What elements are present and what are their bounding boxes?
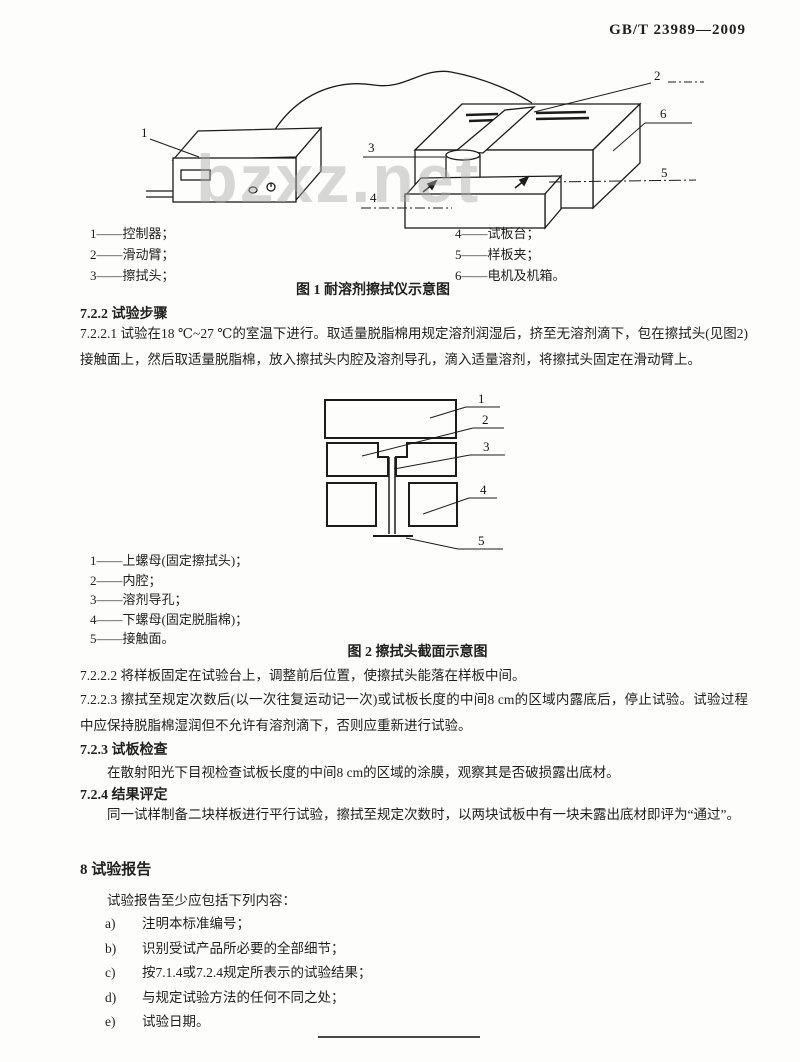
lower-nut-left — [326, 482, 377, 527]
paragraph-8-intro: 试验报告至少应包括下列内容： — [107, 893, 296, 908]
list-item: d) 与规定试验方法的任何不同之处； — [105, 986, 372, 1011]
legend-item: 5——接触面。 — [90, 631, 175, 646]
standard-number: GB/T 23989—2009 — [609, 22, 746, 38]
paragraph-7-2-2-2: 7.2.2.2 将样板固定在试验台上，调整前后位置，使擦拭头能落在样板中间。 — [80, 668, 526, 683]
fig1-part-label-5: 5 — [661, 165, 668, 180]
fig2-part-label-1: 1 — [478, 391, 485, 406]
figure2-caption: 图 2 擦拭头截面示意图 — [347, 645, 488, 660]
lower-nut-right — [408, 482, 458, 527]
sample-clamps — [422, 175, 530, 193]
legend-item: 5——样板夹； — [455, 247, 540, 262]
legend-item: 3——擦拭头； — [90, 268, 175, 283]
paragraph-7-2-3: 在散射阳光下目视检查试板长度的中间8 cm的区域的涂膜，观察其是否破损露出底材。 — [107, 765, 620, 780]
figure2-legend: 1——上螺母(固定擦拭头)； 2——内腔； 3——溶剂导孔； 4——下螺母(固定… — [90, 551, 248, 649]
inner-cavity-left-wall — [326, 442, 389, 477]
controller-box — [146, 126, 323, 203]
list-item: a) 注明本标准编号； — [105, 912, 372, 937]
figure1-diagram: 1 2 3 4 5 6 — [0, 55, 800, 230]
fig1-part-label-6: 6 — [660, 106, 667, 121]
figure1-caption: 图 1 耐溶剂擦拭仪示意图 — [296, 283, 450, 298]
section-heading-7-2-2: 7.2.2 试验步骤 — [80, 307, 168, 322]
legend-item: 6——电机及机箱。 — [455, 268, 566, 283]
paragraph-7-2-2-1: 7.2.2.1 试验在18 ℃~27 ℃的室温下进行。取适量脱脂棉用规定溶剂润湿… — [80, 326, 748, 367]
fig1-part-label-4: 4 — [370, 190, 377, 205]
controller-display — [180, 169, 211, 181]
controller-knob — [248, 186, 258, 194]
list-item-marker: b) — [105, 940, 117, 956]
section-heading-8: 8 试验报告 — [80, 862, 152, 878]
figure1-legend-right: 4——试板台； 5——样板夹； 6——电机及机箱。 — [455, 223, 566, 286]
list-item-marker: e) — [105, 1014, 116, 1029]
list-item-text: 试验日期。 — [142, 1014, 210, 1029]
section-heading-7-2-3: 7.2.3 试板检查 — [80, 743, 168, 758]
legend-item: 2——内腔； — [90, 572, 162, 588]
test-plate-platform — [403, 174, 563, 230]
legend-item: 1——控制器； — [90, 226, 175, 241]
footer-rule — [318, 1036, 480, 1038]
list-item-text: 注明本标准编号； — [142, 916, 250, 931]
solvent-guide-tube — [388, 457, 396, 534]
report-items-list: a) 注明本标准编号； b) 识别受试产品所必要的全部细节； c) 按7.1.4或7.… — [105, 912, 372, 1035]
list-item-text: 与规定试验方法的任何不同之处； — [142, 989, 345, 1005]
fig1-part-label-1: 1 — [141, 125, 148, 140]
fig2-part-label-4: 4 — [480, 482, 487, 497]
connecting-cable — [273, 70, 533, 132]
list-item: c) 按7.1.4或7.2.4规定所表示的试验结果； — [105, 961, 372, 986]
legend-item: 2——滑动臂； — [90, 247, 175, 262]
list-item: e) 试验日期。 — [105, 1010, 372, 1035]
list-item-marker: c) — [105, 965, 116, 980]
legend-item: 4——试板台； — [455, 226, 540, 241]
paragraph-7-2-2-3: 7.2.2.3 擦拭至规定次数后(以一次往复运动记一次)或试板长度的中间8 cm… — [80, 692, 748, 733]
fig1-part-label-3: 3 — [368, 140, 375, 155]
figure1-svg: 1 2 3 4 5 6 — [141, 68, 704, 230]
fig2-leader-lines — [361, 406, 505, 550]
sliding-arm — [454, 106, 536, 154]
fig1-leader-lines — [149, 81, 704, 209]
inner-cavity-right-wall — [395, 442, 457, 477]
fig2-part-label-2: 2 — [482, 412, 489, 427]
fig2-part-label-3: 3 — [483, 439, 490, 454]
list-item-marker: d) — [105, 989, 117, 1005]
figure2-diagram: 1 2 3 4 5 — [0, 388, 800, 560]
legend-item: 1——上螺母(固定擦拭头)； — [90, 553, 249, 568]
paragraph-7-2-4: 同一试样制备二块样板进行平行试验，擦拭至规定次数时，以两块试板中有一块未露出底材… — [107, 807, 740, 822]
list-item: b) 识别受试产品所必要的全部细节； — [105, 937, 372, 962]
figure2-svg: 1 2 3 4 5 — [324, 391, 505, 550]
list-item-text: 识别受试产品所必要的全部细节； — [142, 940, 345, 956]
fig2-part-label-5: 5 — [478, 533, 485, 548]
upper-nut — [324, 399, 457, 439]
section-heading-7-2-4: 7.2.4 结果评定 — [80, 788, 168, 803]
fig1-part-label-2: 2 — [654, 68, 661, 83]
list-item-marker: a) — [105, 916, 116, 931]
figure1-legend-left: 1——控制器； 2——滑动臂； 3——擦拭头； — [90, 223, 175, 286]
list-item-text: 按7.1.4或7.2.4规定所表示的试验结果； — [142, 965, 372, 980]
legend-item: 4——下螺母(固定脱脂棉)； — [90, 611, 249, 627]
legend-item: 3——溶剂导孔； — [90, 592, 188, 607]
